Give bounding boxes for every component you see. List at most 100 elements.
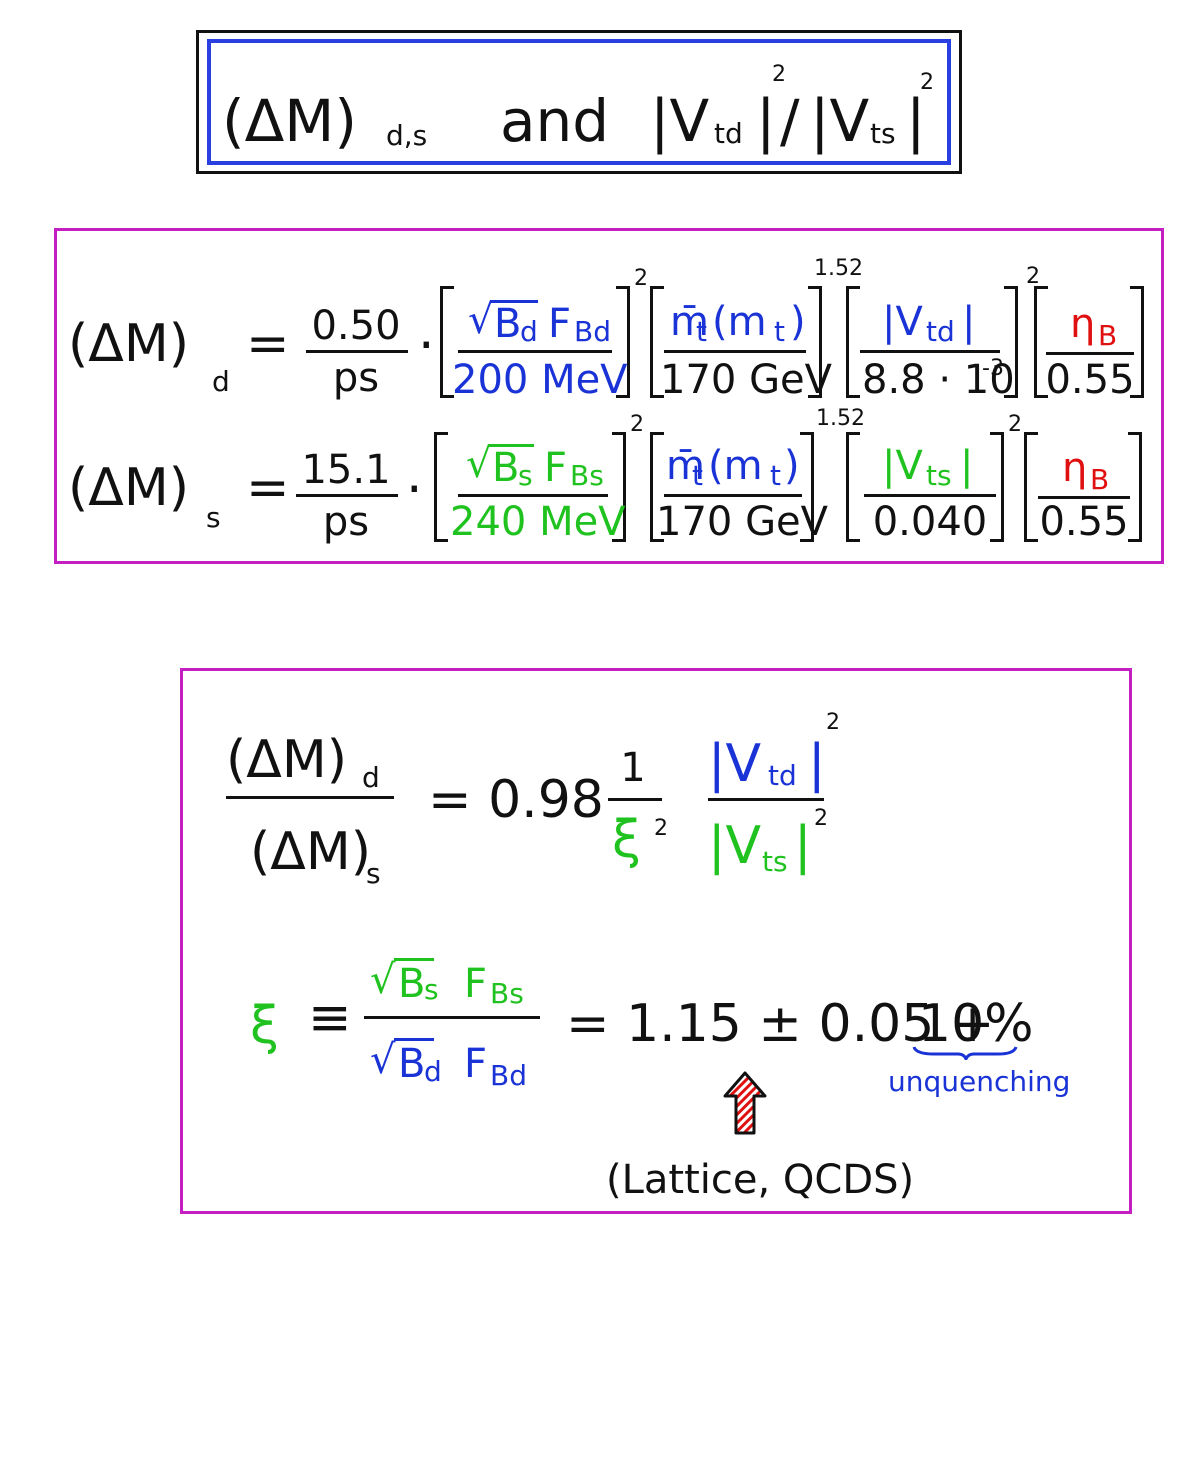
- eq-s-f1-f-sub: Bs: [570, 459, 604, 492]
- eq-d-f3-den: 8.8 · 10: [862, 357, 1015, 403]
- eq-s-equals: =: [246, 458, 290, 518]
- eq-d-f1-bracket-left: [440, 286, 454, 398]
- title-vts-exp: 2: [920, 70, 934, 95]
- eq-d-f2-arg-sub: t: [774, 315, 785, 348]
- title-delta-m-sub: d,s: [386, 119, 428, 152]
- eq-d-f4-line: [1046, 352, 1134, 355]
- xi-num-f: F: [464, 961, 488, 1007]
- xi-num-b-sub: s: [424, 973, 439, 1006]
- eq-s-coef-num: 15.1: [301, 447, 391, 493]
- xi-value: = 1.15 ± 0.05 +: [566, 994, 995, 1054]
- xi-source: (Lattice, QCDS): [606, 1157, 915, 1203]
- eq-s-sqrt-bar: [488, 444, 534, 447]
- eq-d-f3-vtd-bar: |: [962, 299, 976, 345]
- eq-s-sqrt-sign: √: [466, 441, 492, 487]
- eq-s-f4-den: 0.55: [1039, 499, 1129, 545]
- ratio-vts-exp: 2: [814, 806, 828, 831]
- eq-s-f4-eta: η: [1062, 445, 1088, 491]
- eq-d-coef-den: ps: [332, 355, 380, 401]
- eq-s-f3-vts-sub: ts: [926, 459, 952, 492]
- ratio-vts-bar: |: [794, 816, 812, 876]
- eq-s-f2-arg-sub: t: [770, 459, 781, 492]
- eq-s-f3-vts: |V: [882, 443, 923, 489]
- xi-equiv: ≡: [308, 988, 352, 1048]
- eq-d-f4-bracket-right: [1130, 286, 1144, 398]
- eq-s-f2-exp: 1.52: [816, 406, 865, 431]
- ratio-one: 1: [620, 745, 646, 791]
- title-frame: [196, 30, 962, 174]
- unquenching-brace: [912, 1046, 1018, 1060]
- eq-d-f2-arg: (m: [712, 299, 767, 345]
- title-delta-m: (ΔM): [222, 87, 357, 155]
- eq-d-f3-line: [860, 350, 1000, 353]
- eq-s-coef-den: ps: [322, 499, 370, 545]
- eq-s-f2-bracket-left: [650, 432, 664, 542]
- eq-s-f1-b: B: [492, 445, 520, 491]
- ratio-vtd: |V: [708, 734, 762, 794]
- eq-s-f3-den: 0.040: [872, 499, 988, 545]
- eq-d-f2-mt: m̄: [670, 299, 709, 345]
- eq-d-f1-line: [458, 350, 612, 353]
- xi-den-b: B: [398, 1041, 426, 1087]
- eq-d-f2-mt-sub: t: [696, 315, 707, 348]
- eq-d-lhs-sub: d: [212, 365, 230, 398]
- eq-s-f2-arg: (m: [708, 443, 763, 489]
- eq-s-f1-bracket-right: [612, 432, 626, 542]
- xi-num-sqrt-bar: [394, 958, 434, 961]
- formula-box-mass-differences: [54, 228, 1164, 564]
- eq-s-coef-line: [296, 494, 398, 497]
- title-vtd-sub: td: [714, 117, 743, 150]
- title-inner-border: [207, 39, 951, 165]
- xi-percent: 10%: [918, 994, 1034, 1054]
- eq-s-f4-eta-sub: B: [1090, 463, 1110, 496]
- eq-d-f3-bracket-left: [846, 286, 860, 398]
- up-arrow-icon: [723, 1071, 767, 1135]
- title-slash: /: [780, 87, 800, 155]
- eq-d-f2-close: ): [790, 299, 806, 345]
- eq-d-f3-vtd-sub: td: [926, 315, 955, 348]
- eq-d-f2-line: [664, 350, 806, 353]
- eq-d-dot: ·: [418, 316, 435, 376]
- eq-d-f2-bracket-right: [808, 286, 822, 398]
- title-vtd-bar: |: [756, 87, 776, 155]
- eq-s-f3-bracket-left: [846, 432, 860, 542]
- ratio-den: (ΔM): [250, 822, 372, 882]
- xi-den-f: F: [464, 1041, 488, 1087]
- eq-s-f3-exp: 2: [1008, 412, 1022, 437]
- xi-frac-line: [364, 1016, 540, 1019]
- eq-d-f1-b: B: [494, 301, 522, 347]
- ratio-ckm-line: [708, 798, 824, 801]
- eq-s-f2-bracket-right: [800, 432, 814, 542]
- ratio-vtd-sub: td: [768, 759, 797, 792]
- eq-s-f4-bracket-left: [1024, 432, 1038, 542]
- eq-s-lhs-sub: s: [206, 501, 221, 534]
- eq-s-f4-bracket-right: [1128, 432, 1142, 542]
- xi-den-f-sub: Bd: [490, 1059, 527, 1092]
- eq-s-f1-line: [458, 494, 608, 497]
- eq-d-coef-num: 0.50: [311, 303, 401, 349]
- ratio-line: [226, 796, 394, 799]
- eq-s-f3-bracket-right: [990, 432, 1004, 542]
- eq-d-equals: =: [246, 314, 290, 374]
- title-vts: |V: [810, 87, 870, 155]
- eq-d-f3-vtd: |V: [882, 299, 923, 345]
- ratio-vts-sub: ts: [762, 845, 788, 878]
- eq-d-f1-b-sub: d: [520, 315, 538, 348]
- ratio-num: (ΔM): [226, 730, 348, 790]
- title-vts-bar: |: [906, 87, 926, 155]
- ratio-xi: ξ: [612, 810, 641, 870]
- eq-d-f4-eta-sub: B: [1098, 319, 1118, 352]
- eq-s-f1-f: F: [544, 445, 568, 491]
- eq-d-f3-bracket-right: [1004, 286, 1018, 398]
- formula-box-ratio: [180, 668, 1132, 1214]
- eq-d-f3-den-exp: -3: [982, 356, 1004, 381]
- eq-s-lhs: (ΔM): [68, 458, 190, 518]
- eq-d-f1-bracket-right: [616, 286, 630, 398]
- eq-s-f4-line: [1038, 496, 1130, 499]
- eq-d-lhs: (ΔM): [68, 314, 190, 374]
- title-vts-sub: ts: [870, 117, 896, 150]
- eq-d-coef-line: [306, 350, 408, 353]
- eq-d-f1-den: 200 MeV: [452, 357, 628, 403]
- xi-num-f-sub: Bs: [490, 977, 524, 1010]
- eq-s-f1-bracket-left: [434, 432, 448, 542]
